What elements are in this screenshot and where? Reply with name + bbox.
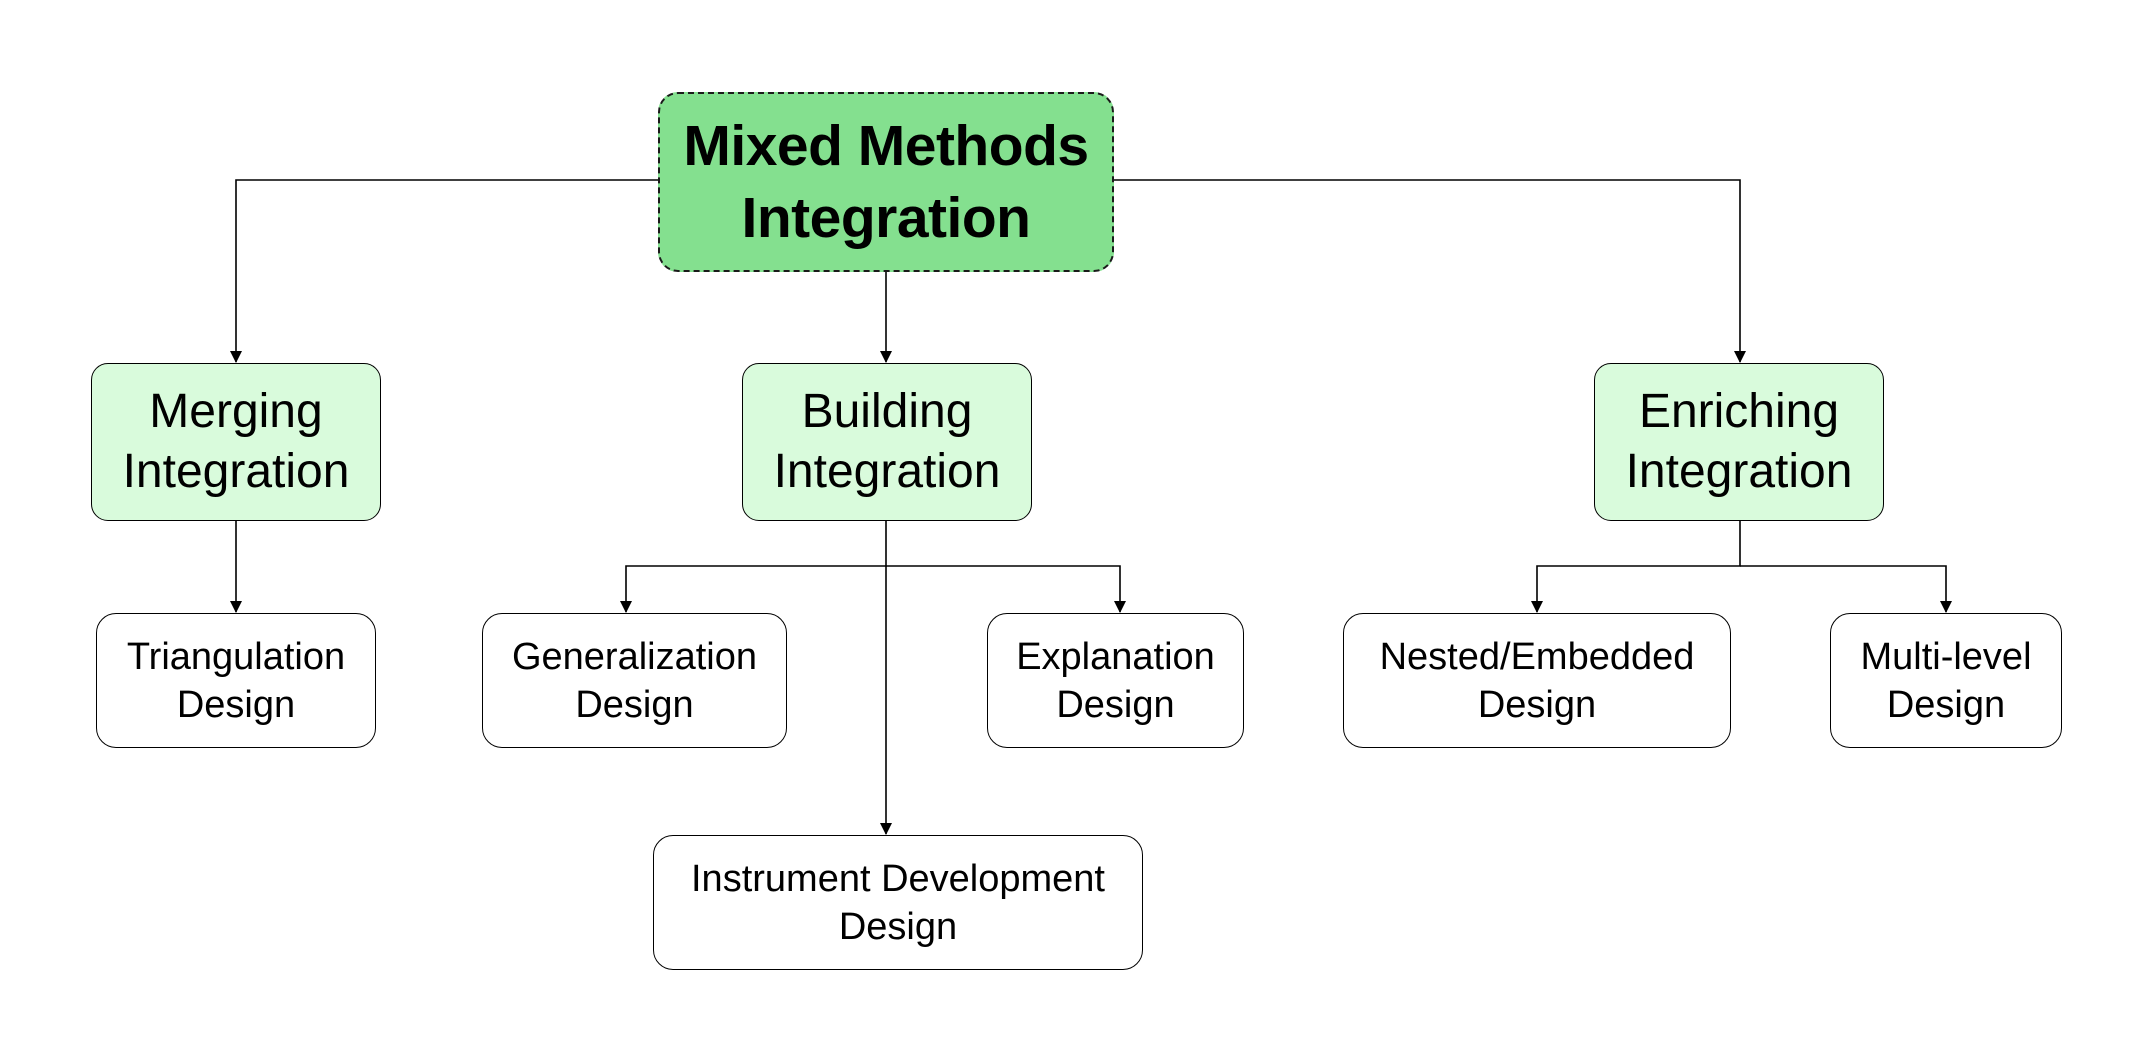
edge-root-enriching — [1114, 179, 1746, 363]
edge-building-generalization — [620, 520, 887, 613]
branch-node-label: Building Integration — [773, 385, 1001, 498]
branch-node-enriching-integration: Enriching Integration — [1594, 363, 1884, 521]
edge-building-explanation — [886, 565, 1126, 613]
leaf-node-label: Explanation Design — [1016, 635, 1215, 726]
edge-enriching-multilevel — [1740, 565, 1952, 613]
leaf-node-explanation-design: Explanation Design — [987, 613, 1244, 748]
leaf-node-nested-embedded-design: Nested/Embedded Design — [1343, 613, 1731, 748]
root-node-mixed-methods-integration: Mixed Methods Integration — [658, 92, 1114, 272]
root-node-label: Mixed Methods Integration — [683, 114, 1089, 250]
branch-node-label: Enriching Integration — [1625, 385, 1853, 498]
leaf-node-generalization-design: Generalization Design — [482, 613, 787, 748]
edge-enriching-nested — [1531, 520, 1741, 613]
branch-node-building-integration: Building Integration — [742, 363, 1032, 521]
leaf-node-label: Instrument Development Design — [691, 857, 1105, 948]
edge-root-merging — [230, 179, 658, 363]
leaf-node-label: Generalization Design — [511, 635, 758, 726]
leaf-node-multi-level-design: Multi-level Design — [1830, 613, 2062, 748]
branch-node-label: Merging Integration — [122, 385, 350, 498]
branch-node-merging-integration: Merging Integration — [91, 363, 381, 521]
leaf-node-label: Multi-level Design — [1860, 635, 2032, 726]
leaf-node-instrument-development-design: Instrument Development Design — [653, 835, 1143, 970]
leaf-node-triangulation-design: Triangulation Design — [96, 613, 376, 748]
leaf-node-label: Nested/Embedded Design — [1379, 635, 1695, 726]
leaf-node-label: Triangulation Design — [126, 635, 346, 726]
